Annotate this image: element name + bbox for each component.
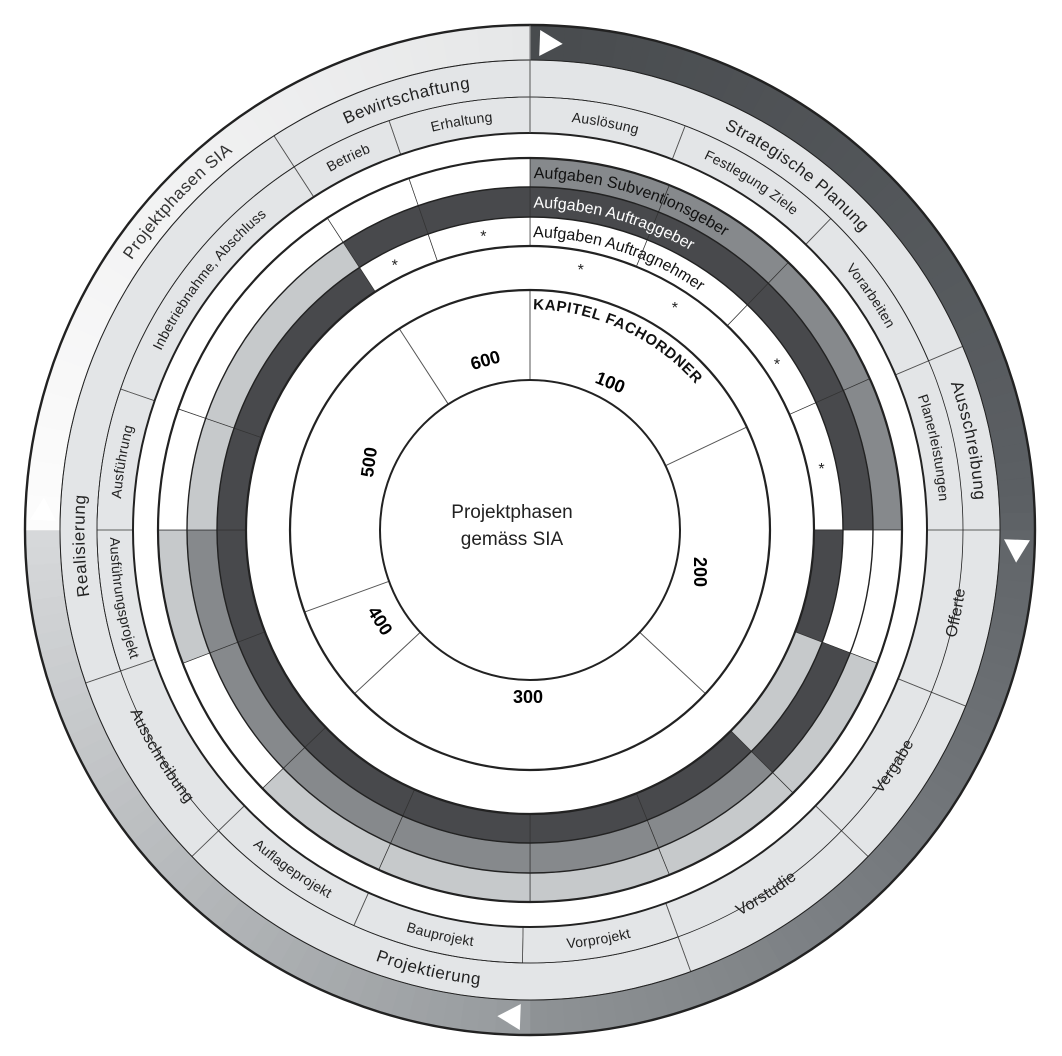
arrow-band-segment — [25, 562, 63, 584]
ring-outline — [288, 288, 772, 772]
phase-realisierung-label: Realisierung — [69, 494, 93, 599]
asterisk-marker: * — [480, 229, 486, 246]
chapter-divider — [665, 426, 748, 467]
chapter-ring-background — [290, 290, 770, 770]
chapter-divider — [398, 328, 449, 405]
asterisk-marker: * — [578, 262, 584, 279]
arrow-band-segment — [562, 997, 584, 1035]
chapter-300: 300 — [513, 687, 543, 707]
asterisk-marker: * — [392, 257, 398, 274]
chapter-divider — [304, 580, 390, 613]
center-title-line2: gemäss SIA — [461, 529, 564, 550]
asterisk-marker: * — [774, 356, 780, 373]
arrow-band-segment — [999, 512, 1036, 531]
direction-arrow-icon — [1004, 539, 1030, 563]
arrow-band-segment — [24, 529, 61, 548]
ring-outlines — [23, 23, 1037, 1037]
ring-outline — [156, 156, 904, 904]
asterisk-marker: * — [672, 300, 678, 317]
arrow-band-segment — [512, 24, 531, 61]
task-matrix-rings: * * * * * * — [157, 157, 903, 903]
center-title-line1: Projektphasen — [451, 502, 572, 523]
arrow-band-segment — [545, 998, 566, 1035]
chapter-500: 500 — [357, 446, 381, 479]
arrow-band-segment — [25, 545, 62, 566]
chapter-ring — [290, 290, 770, 770]
chapter-divider — [354, 631, 421, 695]
direction-arrow-icon — [539, 30, 563, 56]
asterisk-marker: * — [818, 461, 824, 478]
chapter-divider — [639, 631, 706, 695]
outer-arrow-band — [24, 24, 1036, 1036]
ring-outline — [216, 216, 844, 844]
ring-outline — [379, 379, 681, 681]
direction-arrow-icon — [497, 1004, 521, 1030]
arrow-band-segment — [998, 494, 1035, 515]
arrow-band-segment — [529, 999, 548, 1036]
ring-outline — [244, 244, 816, 816]
ring-outline — [186, 186, 874, 874]
chapter-200: 200 — [690, 557, 710, 587]
arrow-band-segment — [494, 25, 515, 62]
arrow-band-segment — [476, 25, 498, 63]
direction-arrow-icon — [30, 497, 56, 521]
arrow-band-segment — [997, 476, 1035, 498]
